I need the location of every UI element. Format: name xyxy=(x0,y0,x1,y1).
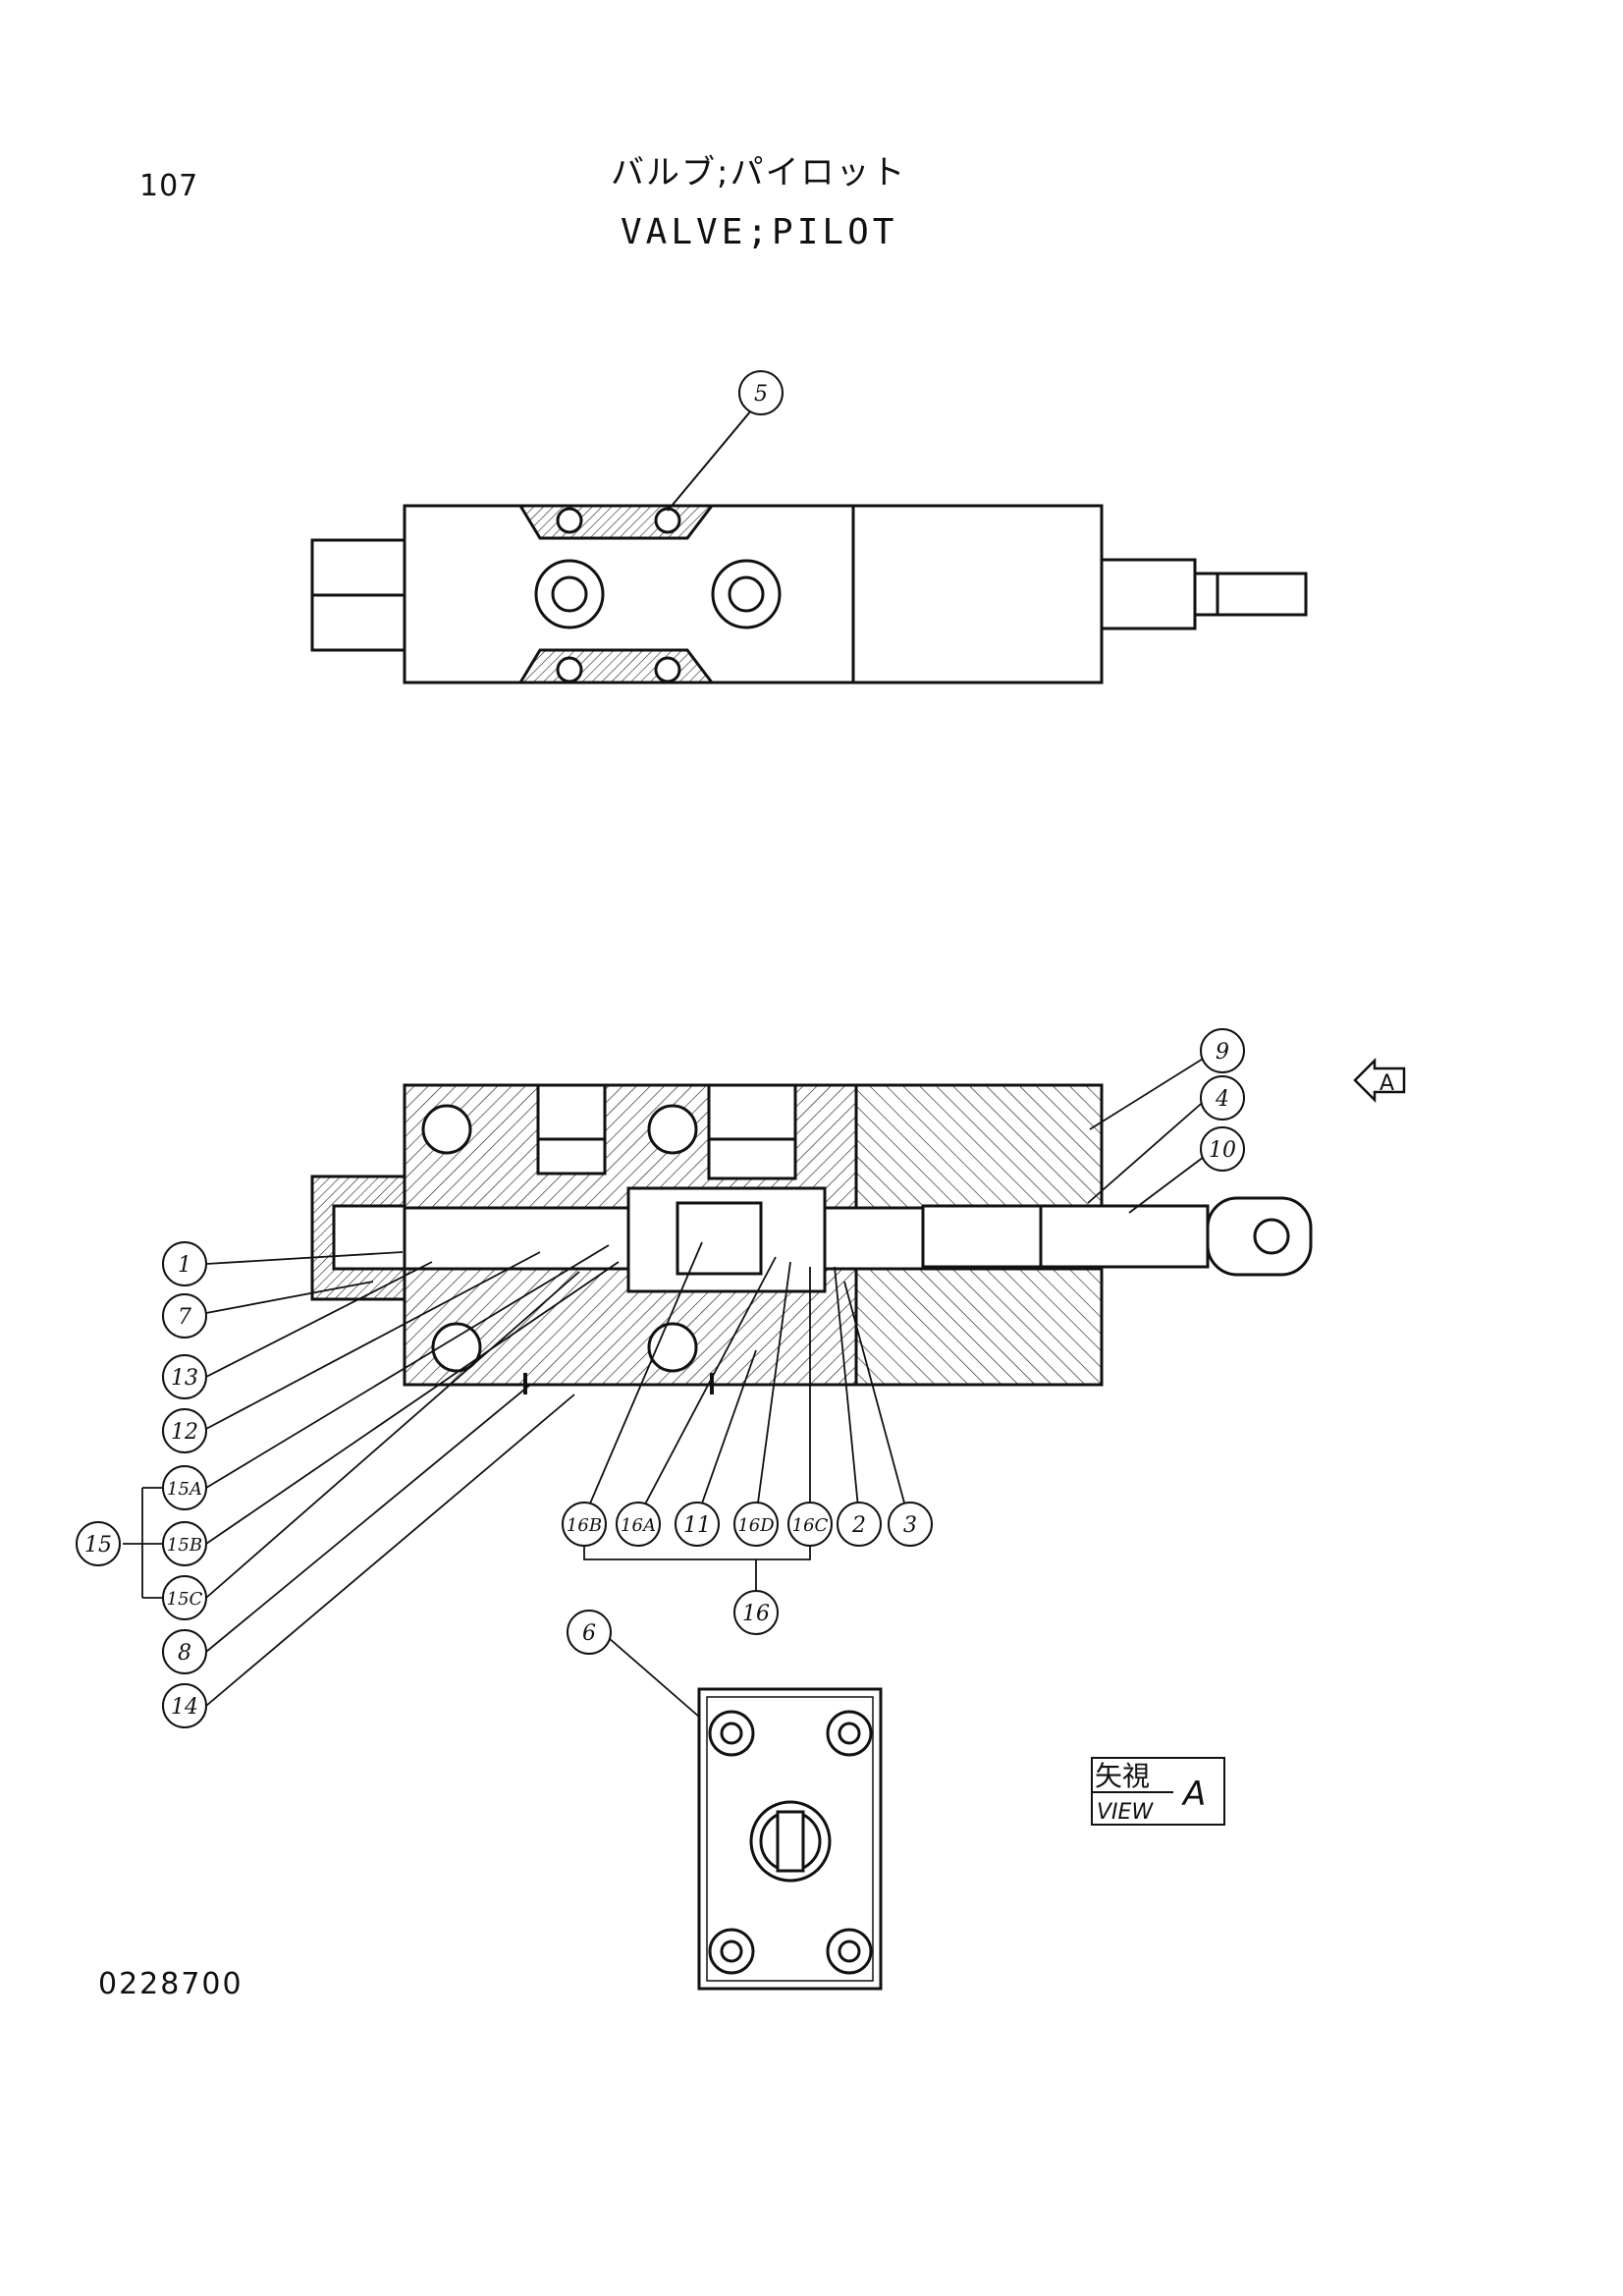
view-label-en: VIEW xyxy=(1097,1800,1154,1825)
callout-16d: 16D xyxy=(733,1502,779,1547)
svg-text:8: 8 xyxy=(178,1641,191,1666)
leader-lines xyxy=(123,1055,1209,1731)
callout-1: 1 xyxy=(162,1241,207,1286)
view-a xyxy=(697,1687,883,1991)
section-view xyxy=(310,1083,1313,1394)
svg-text:4: 4 xyxy=(1215,1087,1229,1112)
view-label: 矢視 VIEW A xyxy=(1091,1757,1225,1826)
page-number: 107 xyxy=(139,169,199,203)
callout-3: 3 xyxy=(888,1502,933,1547)
callout-10: 10 xyxy=(1200,1126,1245,1172)
callout-12: 12 xyxy=(162,1408,207,1453)
svg-text:13: 13 xyxy=(171,1366,198,1391)
top-view-stem xyxy=(1100,558,1197,630)
drawing-number: 0228700 xyxy=(98,1967,243,2001)
svg-text:10: 10 xyxy=(1209,1138,1236,1163)
callout-11: 11 xyxy=(675,1502,720,1547)
callout-16b: 16B xyxy=(562,1502,607,1547)
callout-15c: 15C xyxy=(162,1575,207,1620)
callout-9: 9 xyxy=(1200,1028,1245,1073)
svg-text:16: 16 xyxy=(742,1602,770,1626)
top-view-port-left xyxy=(534,559,605,629)
svg-text:1: 1 xyxy=(178,1253,191,1278)
view-direction-arrow: A xyxy=(1353,1057,1406,1104)
svg-text:15B: 15B xyxy=(167,1535,202,1556)
callout-15a: 15A xyxy=(162,1465,207,1510)
view-label-jp: 矢視 xyxy=(1095,1760,1150,1792)
callout-14: 14 xyxy=(162,1683,207,1728)
svg-text:14: 14 xyxy=(171,1695,198,1720)
callout-16: 16 xyxy=(733,1590,779,1635)
svg-text:15C: 15C xyxy=(167,1589,203,1610)
svg-text:12: 12 xyxy=(171,1420,198,1445)
callout-4: 4 xyxy=(1200,1075,1245,1121)
title-japanese: バルブ;パイロット xyxy=(611,153,907,192)
svg-text:15A: 15A xyxy=(167,1479,202,1500)
view-label-letter: A xyxy=(1181,1775,1206,1814)
svg-text:16A: 16A xyxy=(621,1515,656,1536)
svg-text:3: 3 xyxy=(903,1513,917,1538)
top-view-port-right xyxy=(711,559,782,629)
callout-15: 15 xyxy=(76,1521,121,1566)
view-arrow-letter: A xyxy=(1380,1071,1394,1096)
callout-2: 2 xyxy=(837,1502,882,1547)
callout-8: 8 xyxy=(162,1629,207,1674)
callout-15b: 15B xyxy=(162,1521,207,1566)
svg-text:16B: 16B xyxy=(567,1515,602,1536)
callout-16c: 16C xyxy=(787,1502,833,1547)
title-english: VALVE;PILOT xyxy=(621,212,898,252)
svg-text:15: 15 xyxy=(84,1533,112,1558)
top-view-pin xyxy=(1193,572,1308,617)
svg-text:7: 7 xyxy=(178,1305,191,1330)
svg-text:16D: 16D xyxy=(737,1515,775,1536)
svg-text:6: 6 xyxy=(582,1621,596,1646)
svg-text:16C: 16C xyxy=(792,1515,829,1536)
svg-text:9: 9 xyxy=(1216,1040,1229,1065)
callout-5: 5 xyxy=(738,370,784,415)
top-view xyxy=(310,410,1308,684)
callout-7: 7 xyxy=(162,1293,207,1339)
svg-text:11: 11 xyxy=(683,1513,711,1538)
callout-6: 6 xyxy=(567,1610,612,1655)
callout-13: 13 xyxy=(162,1354,207,1399)
top-view-right-body xyxy=(851,504,1104,684)
svg-text:5: 5 xyxy=(754,382,768,407)
callout-16a: 16A xyxy=(616,1502,661,1547)
section-stem xyxy=(921,1204,1043,1269)
svg-text:2: 2 xyxy=(851,1513,866,1538)
